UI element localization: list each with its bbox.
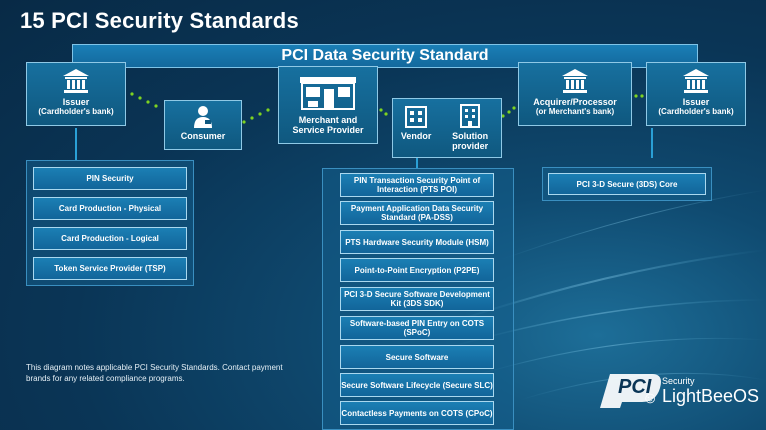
connector-left (75, 128, 77, 160)
standard-label: Point-to-Point Encryption (P2PE) (354, 265, 480, 275)
standard-label: Card Production - Logical (61, 234, 159, 243)
standard-label: Software-based PIN Entry on COTS (SPoC) (349, 319, 485, 337)
vendor-entity: Vendor (400, 99, 432, 151)
office-building-icon (460, 104, 481, 128)
merchant-name: Merchant and Service Provider (292, 115, 364, 135)
acquirer-card: Acquirer/Processor (or Merchant's bank) (518, 62, 632, 126)
person-icon (194, 106, 212, 128)
standard-label: Card Production - Physical (58, 204, 162, 213)
solution-name: Solution provider (452, 131, 489, 151)
page-title: 15 PCI Security Standards (20, 8, 299, 33)
standard-label: PTS Hardware Security Module (HSM) (345, 237, 489, 247)
standard-secure-slc[interactable]: Secure Software Lifecycle (Secure SLC) (340, 373, 494, 397)
connector-center (416, 158, 418, 168)
vendor-name: Vendor (400, 131, 432, 141)
pci-logo-icon (600, 374, 661, 408)
logo-mark: PCI (618, 376, 652, 398)
standard-cpoc[interactable]: Contactless Payments on COTS (CPoC) (340, 401, 494, 425)
pci-logo: PCI Security ☺ LightBeeOS (596, 368, 766, 418)
standard-label: PCI 3-D Secure (3DS) Core (576, 179, 678, 189)
solution-entity: Solution provider (447, 99, 493, 151)
issuer-left-name: Issuer (62, 97, 90, 107)
standard-pts-poi[interactable]: PIN Transaction Security Point of Intera… (340, 173, 494, 197)
standard-pa-dss[interactable]: Payment Application Data Security Standa… (340, 201, 494, 225)
standard-card-production-physical[interactable]: Card Production - Physical (33, 197, 187, 220)
dss-bar: PCI Data Security Standard (72, 44, 698, 68)
issuer-left-card: Issuer (Cardholder's bank) (26, 62, 126, 126)
merchant-card: Merchant and Service Provider (278, 66, 378, 144)
building-icon (405, 106, 428, 128)
standard-spoc[interactable]: Software-based PIN Entry on COTS (SPoC) (340, 316, 494, 340)
bank-icon (683, 69, 709, 93)
standard-label: Payment Application Data Security Standa… (350, 204, 484, 222)
acquirer-sub: (or Merchant's bank) (535, 107, 615, 116)
standard-label: PCI 3-D Secure Software Development Kit … (344, 290, 490, 308)
logo-tag: Security (662, 376, 695, 386)
bank-icon (562, 69, 588, 93)
standard-p2pe[interactable]: Point-to-Point Encryption (P2PE) (340, 258, 494, 282)
standard-label: Contactless Payments on COTS (CPoC) (341, 408, 493, 418)
acquirer-name: Acquirer/Processor (533, 97, 617, 107)
standard-3ds-core[interactable]: PCI 3-D Secure (3DS) Core (548, 173, 706, 195)
vendor-solution-card: Vendor Solution provider (392, 98, 502, 158)
bank-icon (63, 69, 89, 93)
standard-label: Token Service Provider (TSP) (54, 264, 166, 273)
standard-label: PIN Transaction Security Point of Intera… (353, 176, 481, 194)
standard-secure-software[interactable]: Secure Software (340, 345, 494, 369)
footnote: This diagram notes applicable PCI Securi… (26, 363, 283, 383)
consumer-card: Consumer (164, 100, 242, 150)
issuer-right-sub: (Cardholder's bank) (658, 107, 734, 116)
standard-card-production-logical[interactable]: Card Production - Logical (33, 227, 187, 250)
standard-token-service-provider[interactable]: Token Service Provider (TSP) (33, 257, 187, 280)
consumer-name: Consumer (180, 131, 226, 141)
connector-right (651, 128, 653, 158)
issuer-right-name: Issuer (682, 97, 710, 107)
standard-pin-security[interactable]: PIN Security (33, 167, 187, 190)
issuer-right-card: Issuer (Cardholder's bank) (646, 62, 746, 126)
standard-label: Secure Software Lifecycle (Secure SLC) (341, 380, 493, 390)
standard-hsm[interactable]: PTS Hardware Security Module (HSM) (340, 230, 494, 254)
standard-label: Secure Software (385, 352, 449, 362)
store-icon (300, 77, 356, 110)
standard-label: PIN Security (86, 174, 134, 183)
watermark-text: LightBeeOS (662, 386, 760, 406)
watermark-icon: ☺ (642, 390, 659, 407)
issuer-left-sub: (Cardholder's bank) (38, 107, 114, 116)
standard-3ds-sdk[interactable]: PCI 3-D Secure Software Development Kit … (340, 287, 494, 311)
